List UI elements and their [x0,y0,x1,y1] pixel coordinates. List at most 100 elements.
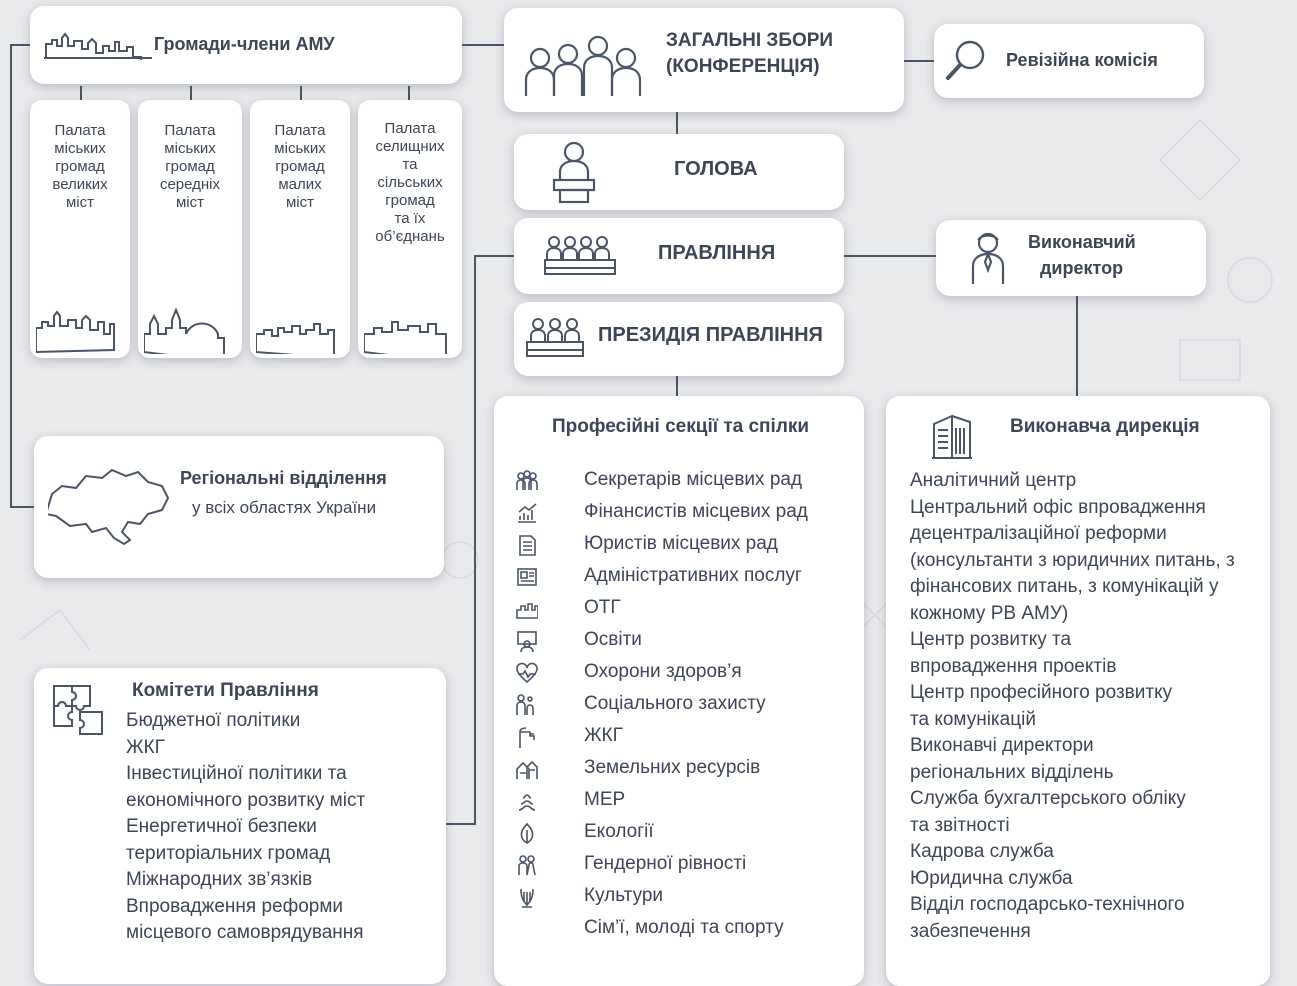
exec-directorate-title: Виконавча дирекція [1010,416,1200,437]
audit-box: Ревізійна комісія [934,24,1204,98]
section-item: Юристів місцевих рад [516,528,856,560]
chamber-villages: Палата селищних та сільських громад та ї… [358,100,462,358]
regional-title: Регіональні відділення [180,468,387,488]
head-title: ГОЛОВА [674,158,758,180]
section-item-label: Культури [584,885,664,906]
section-item-label: Гендерної рівності [584,853,747,874]
director-icon [971,232,1005,284]
connector [300,86,302,102]
faucet-icon [519,727,535,748]
board-title: ПРАВЛІННЯ [658,242,776,264]
people-icon [516,470,538,490]
section-item: Культури [516,880,856,912]
committee-line: місцевого самоврядування [126,922,364,943]
connector [10,44,12,508]
magnifier-icon [946,40,985,80]
committee-line: Енергетичної безпеки [126,816,317,837]
section-item: Земельних ресурсів [516,752,856,784]
section-item: Фінансистів місцевих рад [516,496,856,528]
lyre-icon [520,888,534,908]
members-box: Громади-члени АМУ [30,6,462,84]
puzzle-icon [53,685,103,735]
exec-director-title-2: директор [1040,258,1124,278]
section-item-label: Освіти [584,629,642,650]
exec-directorate-line: (консультанти з юридичних питань, з [910,549,1235,571]
committee-line: Міжнародних зв’язків [126,869,313,890]
exec-directorate-line: впровадження проектів [910,655,1117,677]
section-item: ЖКГ [516,720,856,752]
section-item: МЕР [516,784,856,816]
chamber-small-cities: Палата міських громад малих міст [250,100,350,358]
connector [474,255,516,257]
board-people-icon [544,236,616,275]
connector [676,110,678,136]
committee-line: Бюджетної політики [126,710,301,731]
heart-icon [516,662,538,684]
connector [1076,295,1078,397]
exec-directorate-line: Центральний офіс впровадження [910,496,1206,518]
connector [843,255,937,257]
members-title: Громади-члени АМУ [154,34,335,54]
section-item-label: Юристів місцевих рад [584,533,778,554]
section-item-label: Екології [584,821,654,842]
village-skyline-icon [364,321,447,354]
section-item-label: МЕР [584,789,626,810]
committees-title: Комітети Правління [132,680,319,701]
section-item: Екології [516,816,856,848]
exec-directorate-line: Відділ господарсько-технічного [910,894,1185,915]
chamber-label: Палата селищних та сільських громад та ї… [375,120,445,245]
chamber-label: Палата міських громад малих міст [274,122,326,211]
cathedral-skyline-icon [144,307,225,354]
exec-directorate-line: забезпечення [910,920,1031,942]
section-item: Охорони здоров’я [516,656,856,688]
section-item-label: Сім’ї, молоді та спорту [584,917,784,938]
sections-title: Професійні секції та спілки [552,416,810,437]
exec-directorate-line: децентралізаційної реформи [910,523,1167,544]
skyline-icon [44,32,152,60]
section-item-label: ЖКГ [584,725,623,746]
connector [446,823,476,825]
exec-directorate-line: Служба бухгалтерського обліку [910,788,1186,809]
service-icon [517,568,537,586]
committee-line: територіальних громад [126,842,331,864]
people-group-icon [524,35,642,96]
section-item: Соціального захисту [516,688,856,720]
chamber-large-cities: Палата міських громад великих міст [30,100,130,358]
section-item-label: Земельних ресурсів [584,757,761,778]
section-item-label: ОТГ [584,597,621,618]
section-item: Гендерної рівності [516,848,856,880]
committee-line: Інвестиційної політики та [126,763,347,784]
regional-subtitle: у всіх областях України [192,498,377,517]
skyline-icon [36,310,115,354]
section-item-label: Охорони здоров’я [584,661,742,682]
section-item-label: Фінансистів місцевих рад [584,501,808,522]
committee-line: Впровадження реформи [126,895,344,917]
exec-directorate-line: Юридична служба [910,867,1073,889]
connector [460,44,506,46]
gender-icon [518,855,536,876]
exec-directorate-line: Центр розвитку та [910,629,1072,650]
committee-line: ЖКГ [126,736,165,758]
regional-box: Регіональні відділення у всіх областях У… [34,436,444,578]
connector [904,60,936,62]
connector [80,86,82,102]
section-item-label: Секретарів місцевих рад [584,469,803,490]
head-box: ГОЛОВА [514,134,844,210]
exec-directorate-line: та звітності [910,814,1010,836]
section-item-label: Соціального захисту [584,693,766,714]
section-item-label: Адміністративних послуг [584,565,802,586]
connector [408,86,410,102]
exec-directorate-line: Центр професійного розвитку [910,682,1173,703]
assembly-title-1: ЗАГАЛЬНІ ЗБОРИ [666,30,834,51]
exec-directorate-line: та комунікацій [910,708,1036,730]
assembly-box: ЗАГАЛЬНІ ЗБОРИ (КОНФЕРЕНЦІЯ) [504,8,904,112]
exec-directorate-line: кожному РВ АМУ) [910,602,1069,624]
exec-director-title-1: Виконавчий [1028,232,1136,252]
ukraine-map-icon [48,468,170,546]
exec-director-box: Виконавчий директор [936,220,1206,296]
presidium-box: ПРЕЗИДІЯ ПРАВЛІННЯ [514,302,844,376]
town-icon [516,603,538,619]
